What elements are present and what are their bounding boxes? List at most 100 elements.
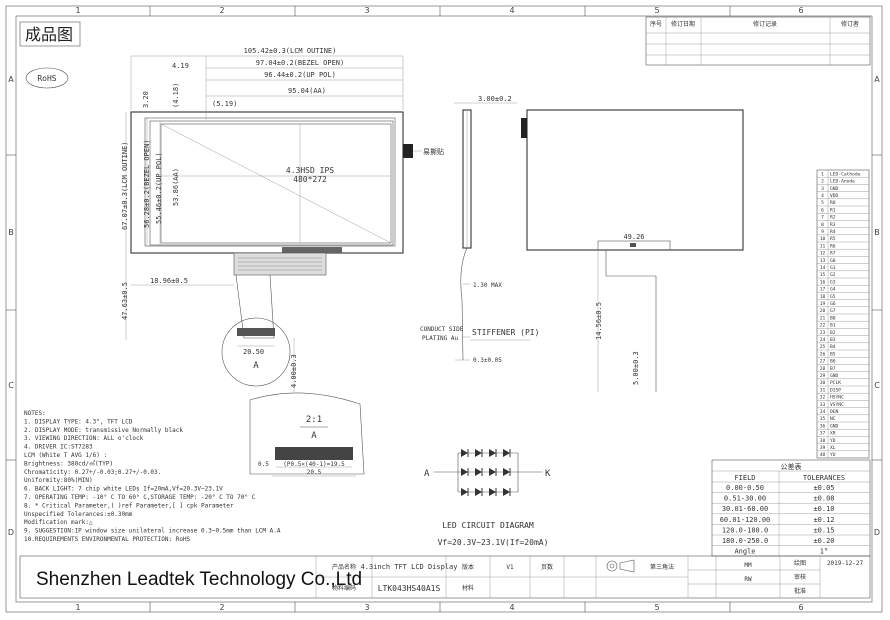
tolerance-field: 180.0-250.0	[722, 537, 768, 545]
led-diode	[461, 449, 468, 457]
pin-number: 28	[820, 366, 826, 372]
led-diode	[489, 449, 496, 457]
pin-signal: LED-Cathode	[830, 171, 861, 177]
drawing-border	[5, 5, 883, 613]
dim-top-offset-ref: (4.18)	[172, 83, 180, 108]
active-area	[160, 123, 392, 244]
pin-number: 38	[820, 438, 826, 444]
note-line: 10.REQUIREMENTS ENVIRONMENTAL PROTECTION…	[24, 536, 191, 543]
pin-number: 29	[820, 373, 826, 379]
pin-signal: R5	[830, 236, 836, 242]
note-line: 4. DRIVER IC:ST7283	[24, 444, 93, 451]
tolerance-value: ±0.10	[813, 505, 834, 513]
pin-signal: LED-Anode	[830, 179, 855, 185]
grid-col-top: 1	[75, 6, 80, 15]
pin-signal: B6	[830, 359, 836, 365]
pin-number: 11	[820, 243, 826, 249]
detail-a-circle	[221, 317, 291, 387]
pin-signal: G1	[830, 265, 836, 271]
fpc-bond-area	[282, 247, 342, 253]
pin-number: 10	[820, 236, 826, 242]
note-line: 9. SUGGESTION:IP window size unilateral …	[24, 528, 281, 535]
grid-row-left: D	[8, 528, 14, 537]
rear-fpc-length: 14.56±0.5	[595, 302, 603, 340]
led-circuit-title: LED CIRCUIT DIAGRAM	[442, 521, 534, 530]
product-name: 4.3inch TFT LCD Display	[361, 563, 458, 571]
pin-number: 16	[820, 279, 826, 285]
pin-signal: YU	[830, 452, 836, 458]
tolerance-value: ±0.12	[813, 516, 834, 524]
pin-signal: G3	[830, 279, 836, 285]
pin-signal: B7	[830, 366, 836, 372]
note-line: Chromaticity: 0.27+/-0.03;0.27+/-0.03.	[24, 469, 161, 476]
pin-number: 31	[820, 387, 826, 393]
tape-tab	[403, 144, 413, 158]
pin-signal: HSYNC	[830, 395, 844, 401]
dim-fpc-length: 47.63±0.5	[121, 282, 129, 320]
pin-signal: R1	[830, 207, 836, 213]
pin-number: 36	[820, 423, 826, 429]
panel-type-label: 4.3HSD IPS	[286, 166, 334, 175]
note-line: 7. OPERATING TEMP: -10° C TO 60° C,STORA…	[24, 494, 256, 501]
tolerance-value: ±0.05	[813, 484, 834, 492]
note-line: Brightness: 380cd/㎡(TYP)	[24, 459, 113, 467]
tolerance-header-tol: TOLERANCES	[803, 474, 845, 482]
pin-signal: G5	[830, 294, 836, 300]
grid-row-left: C	[8, 381, 14, 390]
pin-signal: B0	[830, 315, 836, 321]
version-label: 版本	[462, 563, 474, 571]
detail-span2: 20.5	[307, 469, 322, 476]
dim-left-offset-ref: (5.19)	[212, 100, 237, 108]
side-fpc-thickness: 0.3±0.05	[473, 357, 502, 364]
fpc-neck	[235, 274, 275, 339]
rear-connector-width: 49.26	[623, 233, 644, 241]
led-cathode-label: K	[545, 469, 551, 479]
grid-row-left: B	[8, 228, 14, 237]
note-line: LCM (White T AVG 1/6) :	[24, 452, 107, 459]
stiffener-label: STIFFENER (PI)	[472, 328, 539, 337]
part-number: LTK043HS40A1S	[378, 584, 441, 593]
grid-row-labels: A B C D A B C D	[8, 75, 880, 537]
grid-col-bottom: 1	[75, 603, 80, 612]
led-diode	[475, 468, 482, 476]
led-circuit: A K LED CIRCUIT DIAGRAM Vf=20.3V~23.1V(I…	[424, 449, 551, 547]
pin-number: 8	[821, 222, 824, 228]
detail-a-view: 2:1 A (P0.5×(40-1)=19.5 20.5 0.5	[249, 392, 365, 477]
led-circuit-spec: Vf=20.3V~23.1V(If=20mA)	[438, 538, 549, 547]
pin-number: 13	[820, 258, 826, 264]
pin-signal: G2	[830, 272, 836, 278]
rear-fpc-end: 5.00±0.3	[632, 351, 640, 385]
note-line: 6. BACK LIGHT: 7 chip white LEDs If=20mA…	[24, 486, 223, 493]
dim-pol-height: 55.46±0.2(UP POL)	[155, 152, 163, 224]
detail-a-marker: A	[253, 361, 259, 371]
grid-col-top: 4	[509, 6, 514, 15]
pin-signal: VDD	[830, 193, 839, 199]
drawing-date: 2019-12-27	[827, 560, 864, 567]
projection-symbol	[606, 560, 618, 572]
dim-fpc-end: 4.00±0.3	[290, 354, 298, 388]
led-diode	[503, 449, 510, 457]
pin-number: 3	[821, 186, 824, 192]
grid-col-bottom: 3	[364, 603, 369, 612]
grid-col-top: 5	[654, 6, 659, 15]
note-line: 8. * Critical Parameter,( )ref Parameter…	[24, 502, 234, 509]
rear-fpc	[605, 250, 657, 392]
pin-signal: R3	[830, 222, 836, 228]
pin-signal: G7	[830, 308, 836, 314]
plating-label: PLATING Au	[422, 335, 459, 342]
tolerance-field: 120.0-180.0	[722, 526, 768, 534]
led-diode	[503, 468, 510, 476]
dim-pol-width: 96.44±0.2(UP POL)	[264, 71, 336, 79]
tolerance-value: ±0.15	[813, 526, 834, 534]
pin-signal: R2	[830, 215, 836, 221]
pin-number: 30	[820, 380, 826, 386]
side-fpc-gap: 1.30 MAX	[473, 282, 502, 289]
note-line: Modification mark:△	[24, 519, 93, 526]
grid-col-bottom: 2	[219, 603, 224, 612]
fpc-tail	[233, 252, 327, 276]
bezel-opening	[144, 117, 396, 247]
note-line: NOTES:	[24, 410, 46, 417]
pin-number: 15	[820, 272, 826, 278]
product-name-label: 产品名称	[332, 563, 356, 571]
